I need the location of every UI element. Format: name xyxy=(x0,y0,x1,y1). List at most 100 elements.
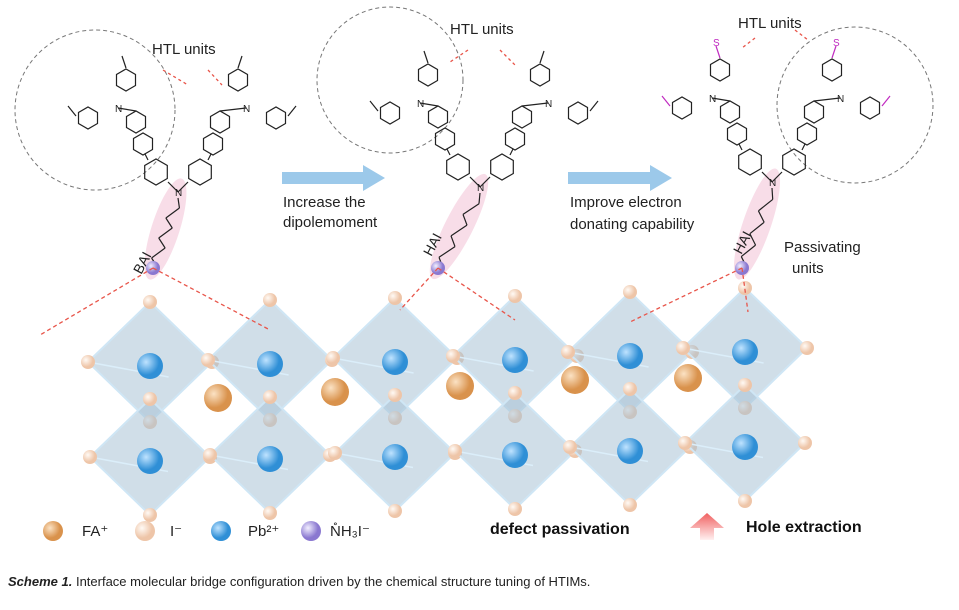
pb-legend-icon xyxy=(211,521,231,541)
process-arrow xyxy=(282,165,385,191)
iodide-ion xyxy=(83,450,97,464)
htl-units-label-3: HTL units xyxy=(738,15,802,32)
htl-units-label-1: HTL units xyxy=(152,41,216,58)
atom-label: N xyxy=(115,104,122,115)
htl-pointer xyxy=(207,69,223,86)
benzene-ring xyxy=(202,132,224,156)
benzene-ring xyxy=(719,100,741,124)
benzene-ring xyxy=(115,68,137,92)
bond xyxy=(758,198,774,212)
bond xyxy=(219,107,247,112)
benzene-ring xyxy=(726,122,748,146)
iodide-ion xyxy=(798,436,812,450)
iodide-ion xyxy=(563,440,577,454)
benzene-ring xyxy=(379,101,401,125)
bond xyxy=(177,181,189,193)
bond xyxy=(801,143,806,151)
figure-caption: Scheme 1. Interface molecular bridge con… xyxy=(8,574,590,589)
iodide-ion xyxy=(328,446,342,460)
benzene-ring xyxy=(529,63,551,87)
htl-pointer xyxy=(794,29,809,41)
bond xyxy=(771,187,774,200)
bond xyxy=(813,97,841,102)
carbazole-ring xyxy=(782,148,806,176)
htl-units-label-2: HTL units xyxy=(450,21,514,38)
pb-ion xyxy=(257,351,283,377)
benzene-ring xyxy=(265,106,287,130)
iodide-legend-icon xyxy=(135,521,155,541)
process-arrow xyxy=(568,165,672,191)
perovskite-lattice xyxy=(81,281,814,522)
benzene-ring xyxy=(803,100,825,124)
htl-pointer xyxy=(499,49,516,66)
carbazole-ring xyxy=(490,153,514,181)
passivating-line2: units xyxy=(792,260,824,277)
atom-label: N xyxy=(769,178,776,189)
fa-ion xyxy=(204,384,232,412)
nh3i-legend-icon xyxy=(301,521,321,541)
passivation-bond xyxy=(437,267,516,321)
carbazole-ring xyxy=(446,153,470,181)
iodide-ion xyxy=(508,386,522,400)
pb-ion xyxy=(617,343,643,369)
benzene-ring xyxy=(227,68,249,92)
htl-unit-circle xyxy=(776,26,934,184)
iodide-ion xyxy=(263,390,277,404)
fa-legend-icon xyxy=(43,521,63,541)
iodide-ion xyxy=(81,355,95,369)
bond xyxy=(761,171,773,183)
iodide-ion xyxy=(508,289,522,303)
iodide-ion xyxy=(326,351,340,365)
hole-extraction-arrow-icon xyxy=(690,513,724,540)
bond xyxy=(539,50,545,64)
iodide-ion xyxy=(738,281,752,295)
atom-label: N xyxy=(243,104,250,115)
legend-defect-passivation: defect passivation xyxy=(490,521,630,538)
bond xyxy=(151,247,166,259)
passivation-bond xyxy=(399,267,439,311)
benzene-ring xyxy=(209,110,231,134)
bond xyxy=(167,181,179,193)
iodide-ion xyxy=(561,345,575,359)
bond xyxy=(589,100,599,112)
iodide-ion xyxy=(201,353,215,367)
legend-iodide: I⁻ xyxy=(170,523,183,540)
iodide-ion xyxy=(263,293,277,307)
iodide-ion xyxy=(388,388,402,402)
chain-highlight xyxy=(733,168,781,280)
chain-highlight xyxy=(144,178,187,280)
iodide-ion xyxy=(676,341,690,355)
atom-label: S xyxy=(713,38,720,49)
fa-ion xyxy=(321,378,349,406)
bond xyxy=(419,102,439,107)
legend-icons xyxy=(43,513,724,541)
legend-fa: FA⁺ xyxy=(82,523,109,540)
iodide-ion xyxy=(678,436,692,450)
atom-label: N xyxy=(175,188,182,199)
bond xyxy=(446,148,451,156)
htl-unit-circle xyxy=(316,6,464,154)
atom-label: N xyxy=(477,183,484,194)
pb-ion xyxy=(617,438,643,464)
iodide-ion xyxy=(448,444,462,458)
htl-pointer xyxy=(162,69,189,86)
bond xyxy=(749,221,765,235)
legend-nh3i: N̊H₃I⁻ xyxy=(330,523,370,540)
bond xyxy=(67,105,77,117)
bond xyxy=(715,45,721,59)
iodide-ion xyxy=(143,508,157,522)
bond xyxy=(165,217,173,229)
atom-label: N xyxy=(709,94,716,105)
bond xyxy=(831,45,837,59)
iodide-ion xyxy=(623,285,637,299)
benzene-ring xyxy=(796,122,818,146)
passivation-bond xyxy=(741,267,749,313)
pb-ion xyxy=(502,347,528,373)
bond xyxy=(521,102,549,107)
atom-label: N xyxy=(545,99,552,110)
caption-text: Interface molecular bridge configuration… xyxy=(75,574,591,589)
bond xyxy=(749,233,757,246)
pb-ion xyxy=(257,446,283,472)
